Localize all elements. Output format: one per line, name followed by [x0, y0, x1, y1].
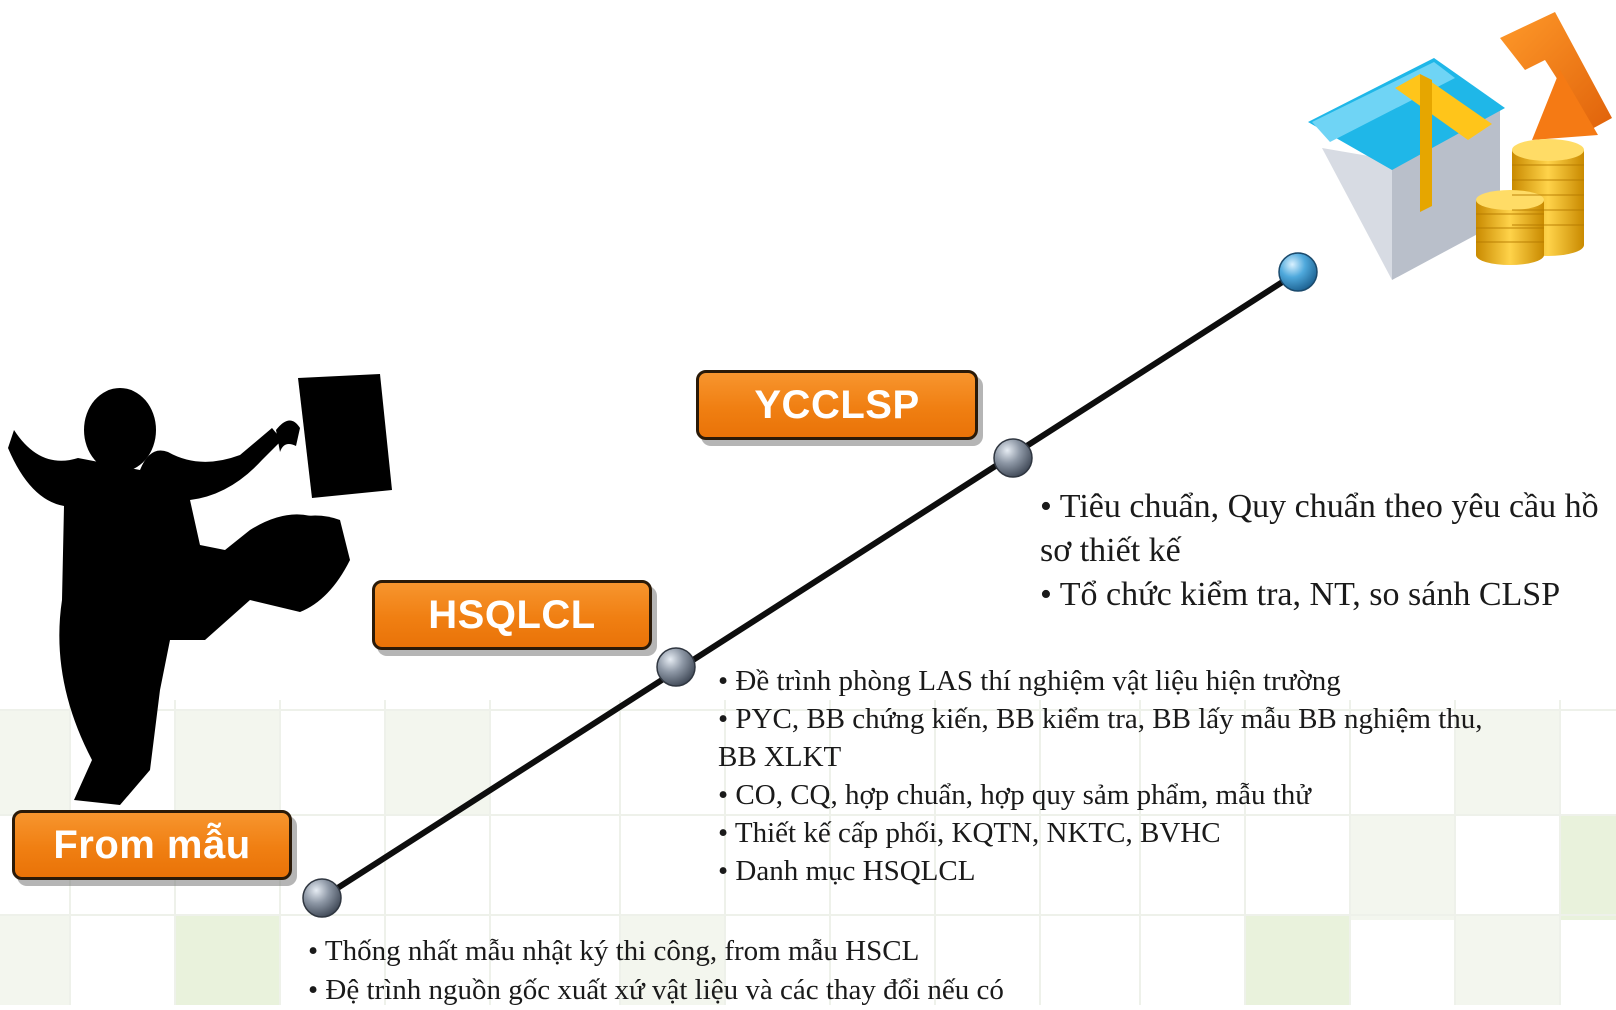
stage-label-ycclsp: YCCLSP [696, 370, 978, 440]
stage-node-2 [656, 647, 696, 687]
stage-3-notes: • Tiêu chuẩn, Quy chuẩn theo yêu cầu hồ … [1040, 485, 1616, 617]
note-item: • PYC, BB chứng kiến, BB kiểm tra, BB lấ… [718, 703, 1483, 773]
note-item: • Danh mục HSQLCL [718, 855, 976, 887]
note-item: • CO, CQ, hợp chuẩn, hợp quy sảm phẩm, m… [718, 779, 1311, 811]
note-item: • Thống nhất mẫu nhật ký thi công, from … [308, 935, 920, 967]
note-item: • Tiêu chuẩn, Quy chuẩn theo yêu cầu hồ … [1040, 488, 1599, 569]
stage-node-3 [993, 438, 1033, 478]
stage-1-notes: • Thống nhất mẫu nhật ký thi công, from … [308, 932, 1308, 1010]
note-item: • Đệ trình nguồn gốc xuất xứ vật liệu và… [308, 974, 1004, 1006]
note-item: • Thiết kế cấp phối, KQTN, NKTC, BVHC [718, 817, 1221, 849]
stage-node-1 [302, 878, 342, 918]
progress-line [319, 269, 1301, 901]
silhouette-climber-icon [8, 374, 392, 805]
goal-node [1278, 252, 1318, 292]
stage-label-from-mau: From mẫu [12, 810, 292, 880]
note-item: • Đề trình phòng LAS thí nghiệm vật liệu… [718, 665, 1341, 697]
stage-label-hsqlcl: HSQLCL [372, 580, 652, 650]
stage-2-notes: • Đề trình phòng LAS thí nghiệm vật liệu… [718, 662, 1528, 890]
money-stack-icon [1308, 12, 1612, 280]
note-item: • Tổ chức kiểm tra, NT, so sánh CLSP [1040, 576, 1561, 613]
